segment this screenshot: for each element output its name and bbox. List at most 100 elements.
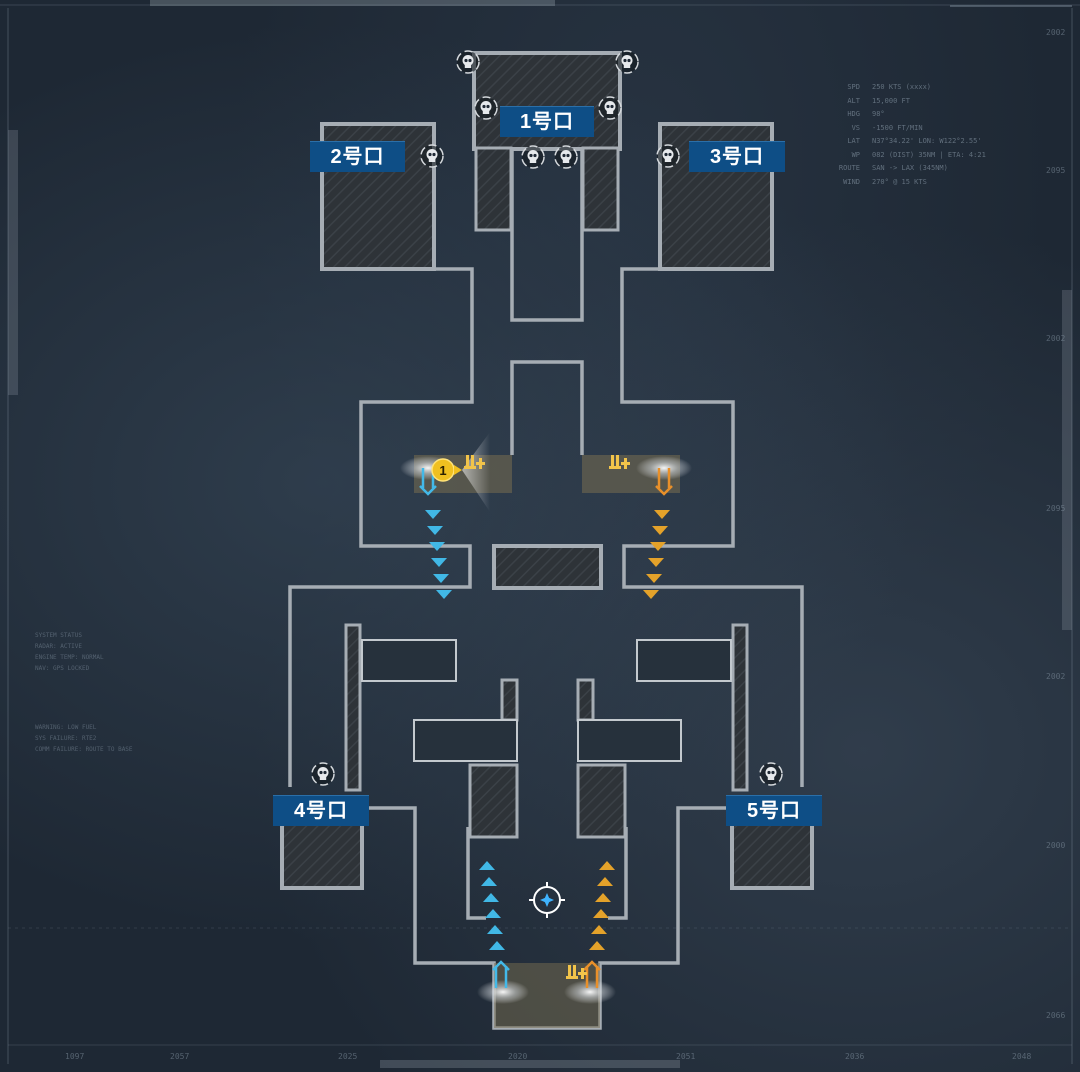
status-line: WARNING: LOW FUEL <box>35 724 97 731</box>
skull-marker-icon <box>311 762 335 786</box>
hud-value: -1500 FT/MIN <box>872 123 923 132</box>
hud-key: LAT <box>847 137 860 145</box>
axis-tick-right: 2095 <box>1046 166 1066 175</box>
skull-marker-icon <box>615 50 639 74</box>
route-chevron <box>485 909 501 918</box>
hud-readout: SPD 250 KTS (xxxx) ALT 15,000 FT HDG 98° VS -15… <box>820 81 986 189</box>
ammo-plus-icon <box>464 455 630 979</box>
room-label-4: 4号口 <box>273 795 369 826</box>
hud-value: 98° <box>872 110 885 118</box>
skull-markers <box>311 50 783 786</box>
axis-tick-bottom: 1097 <box>65 1052 85 1061</box>
hud-row: HDG 98° <box>820 108 986 122</box>
status-line: RADAR: ACTIVE <box>35 643 82 650</box>
axis-tick-right: 2000 <box>1046 841 1066 850</box>
skull-marker-icon <box>420 144 444 168</box>
hud-key: WIND <box>843 177 860 186</box>
orange-route <box>589 510 670 950</box>
axis-tick-right: 2002 <box>1046 672 1066 681</box>
hud-row: WIND 270° @ 15 KTS <box>820 176 986 190</box>
route-chevron <box>489 941 505 950</box>
route-chevron <box>479 861 495 870</box>
route-chevron <box>487 925 503 934</box>
hud-key: SPD <box>847 83 860 91</box>
route-chevron <box>599 861 615 870</box>
axis-tick-right: 2002 <box>1046 28 1066 37</box>
axis-tick-right: 2066 <box>1046 1011 1066 1020</box>
hud-value: 250 KTS (xxxx) <box>872 83 932 91</box>
route-chevron <box>431 558 447 567</box>
route-chevron <box>654 510 670 519</box>
axis-tick-bottom: 2025 <box>338 1052 358 1061</box>
axis-tick-bottom: 2020 <box>508 1052 528 1061</box>
route-chevron <box>650 542 666 551</box>
route-chevron <box>593 909 609 918</box>
blue-route <box>425 510 505 950</box>
route-chevron <box>595 893 611 902</box>
objective-compass-icon <box>529 882 565 918</box>
skull-marker-icon <box>456 50 480 74</box>
hud-value: N37°34.22' LON: W122°2.55' <box>872 137 982 145</box>
route-chevron <box>436 590 452 599</box>
route-chevron <box>589 941 605 950</box>
room-label-1: 1号口 <box>500 106 594 137</box>
skull-marker-icon <box>554 145 578 169</box>
status-line: COMM FAILURE: ROUTE TO BASE <box>35 746 133 753</box>
skull-marker-icon <box>474 96 498 120</box>
room-label-2: 2号口 <box>310 141 405 172</box>
hud-key: ROUTE <box>838 164 860 172</box>
route-chevron <box>597 877 613 886</box>
status-line: SYSTEM STATUS <box>35 632 82 639</box>
status-line: NAV: GPS LOCKED <box>35 665 90 672</box>
hud-row: SPD 250 KTS (xxxx) <box>820 81 986 95</box>
room-label-5: 5号口 <box>726 795 822 826</box>
spawn-beacon-icon <box>419 468 673 988</box>
hud-value: 082 (DIST) 35NM | ETA: 4:21 <box>872 150 986 159</box>
hud-row: WP 082 (DIST) 35NM | ETA: 4:21 <box>820 149 986 163</box>
waypoint-marker: 1 <box>431 458 462 482</box>
axis-tick-bottom: 2057 <box>170 1052 190 1061</box>
spawn-glows <box>400 456 692 1004</box>
axis-tick-bottom: 2051 <box>676 1052 696 1061</box>
hud-row: LAT N37°34.22' LON: W122°2.55' <box>820 135 986 149</box>
room-label-3: 3号口 <box>689 141 785 172</box>
hud-row: ROUTE SAN -> LAX (345NM) <box>820 162 986 176</box>
route-chevron <box>425 510 441 519</box>
hud-value: 15,000 FT <box>872 96 910 105</box>
axis-tick-bottom: 2036 <box>845 1052 865 1061</box>
obstacles <box>361 639 732 762</box>
route-chevron <box>433 574 449 583</box>
hud-value: SAN -> LAX (345NM) <box>872 164 948 172</box>
hud-row: ALT 15,000 FT <box>820 95 986 109</box>
hud-key: WP <box>851 150 860 159</box>
hud-row: VS -1500 FT/MIN <box>820 122 986 136</box>
skull-marker-icon <box>656 144 680 168</box>
route-chevron <box>643 590 659 599</box>
status-line: ENGINE TEMP: NORMAL <box>35 654 104 661</box>
hud-key: HDG <box>847 110 860 118</box>
left-status-text: SYSTEM STATUS RADAR: ACTIVE ENGINE TEMP: N… <box>35 630 104 674</box>
waypoint-number: 1 <box>439 463 446 478</box>
status-line: SYS FAILURE: RTE2 <box>35 735 97 742</box>
route-chevron <box>591 925 607 934</box>
route-chevron <box>646 574 662 583</box>
hud-key: ALT <box>847 96 860 105</box>
hud-key: VS <box>851 123 860 132</box>
route-chevron <box>483 893 499 902</box>
route-chevron <box>429 542 445 551</box>
route-chevron <box>648 558 664 567</box>
skull-marker-icon <box>759 762 783 786</box>
skull-marker-icon <box>521 145 545 169</box>
route-chevron <box>427 526 443 535</box>
skull-marker-icon <box>598 96 622 120</box>
axis-tick-bottom: 2048 <box>1012 1052 1032 1061</box>
route-chevron <box>652 526 668 535</box>
route-chevron <box>481 877 497 886</box>
axis-tick-right: 2002 <box>1046 334 1066 343</box>
axis-tick-right: 2095 <box>1046 504 1066 513</box>
hud-value: 270° @ 15 KTS <box>872 177 927 186</box>
